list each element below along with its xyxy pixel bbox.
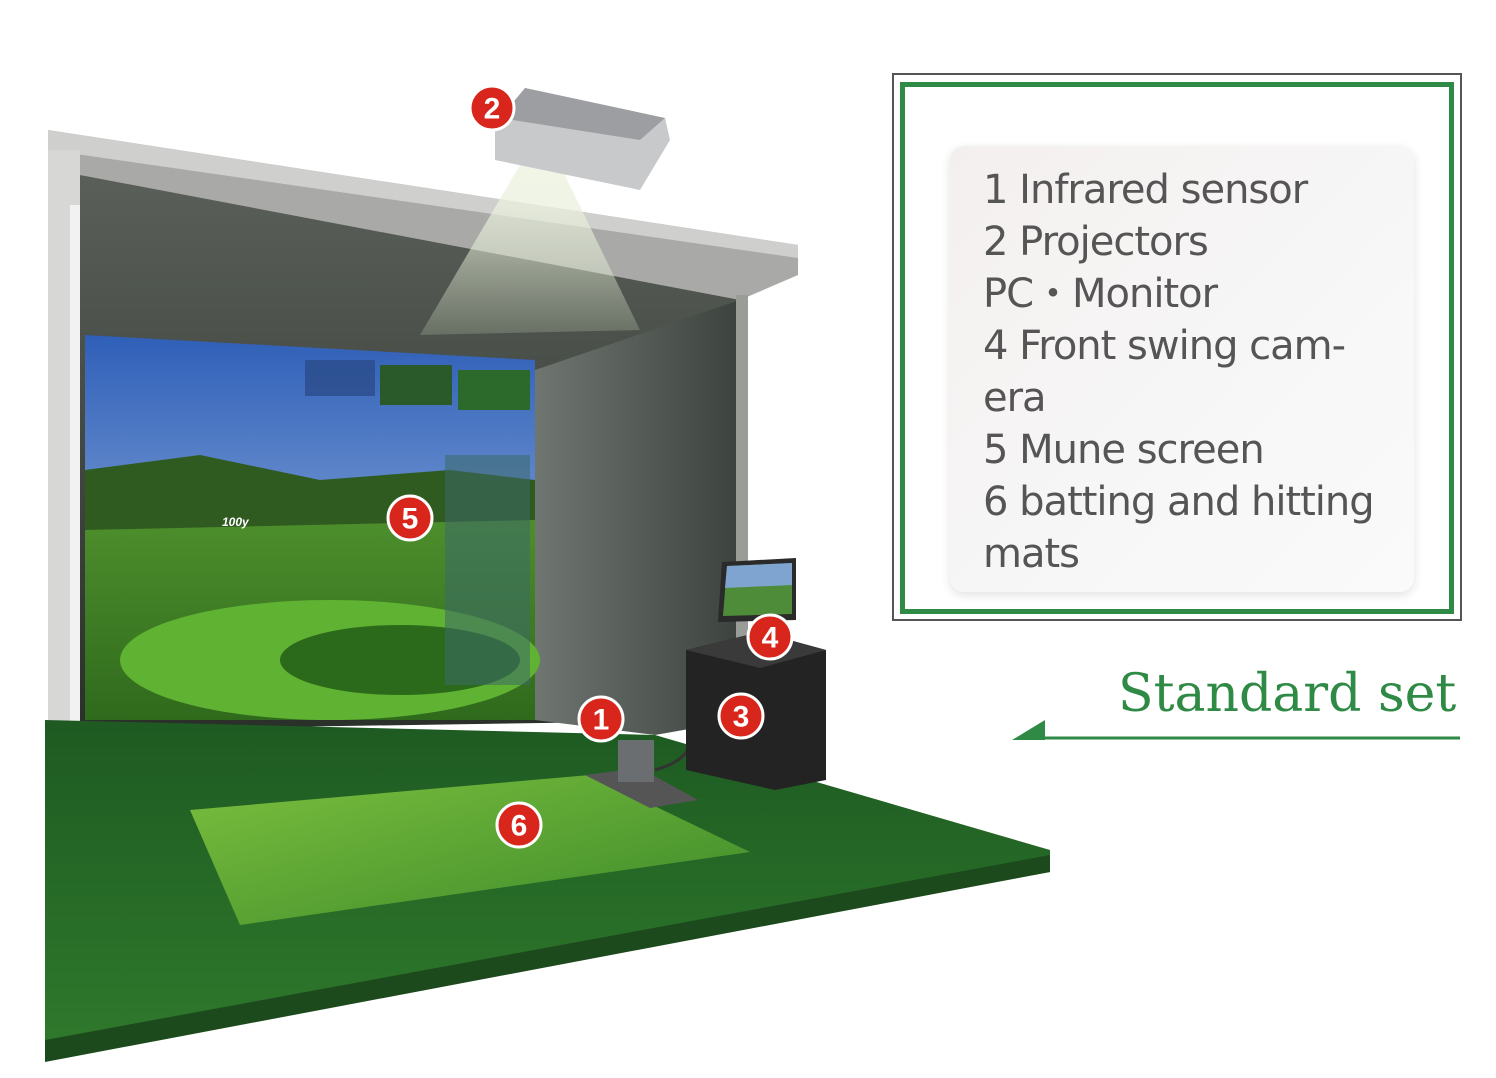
legend-item: 2 Projectors xyxy=(983,219,1209,265)
legend-item: era xyxy=(983,375,1047,421)
legend-item: 1 Infrared sensor xyxy=(983,167,1308,213)
legend-item: PC・Monitor xyxy=(983,271,1218,317)
monitor xyxy=(718,558,796,622)
legend-item: 5 Mune screen xyxy=(983,427,1265,473)
badge-5: 5 xyxy=(386,494,434,542)
svg-text:3: 3 xyxy=(733,701,750,734)
hitting-mat xyxy=(190,775,750,925)
svg-text:1: 1 xyxy=(593,704,610,737)
legend-card: 1 Infrared sensor 2 Projectors PC・Monito… xyxy=(950,146,1414,592)
standard-set-caption: Standard set xyxy=(1118,664,1457,724)
badge-2: 2 xyxy=(468,84,516,132)
legend-frame-outer xyxy=(892,73,1462,621)
legend-frame-inner xyxy=(900,82,1454,614)
badge-4: 4 xyxy=(746,613,794,661)
badge-3: 3 xyxy=(717,692,765,740)
svg-text:5: 5 xyxy=(402,503,419,536)
svg-text:2: 2 xyxy=(484,93,501,126)
booth-right-wall xyxy=(535,300,740,735)
infrared-sensor xyxy=(585,739,698,808)
screen-distance-label: 100y xyxy=(222,515,250,529)
legend-item: mats xyxy=(983,531,1080,577)
projector xyxy=(495,88,670,190)
badge-6: 6 xyxy=(495,801,543,849)
projector-beam xyxy=(420,165,640,335)
legend-item: 6 batting and hitting xyxy=(983,479,1375,525)
mune-screen: 100y xyxy=(85,335,540,720)
svg-text:4: 4 xyxy=(762,622,779,655)
standard-set-arrow xyxy=(1012,720,1460,740)
legend-item: 4 Front swing cam- xyxy=(983,323,1346,369)
svg-text:6: 6 xyxy=(511,810,528,843)
badge-1: 1 xyxy=(577,695,625,743)
